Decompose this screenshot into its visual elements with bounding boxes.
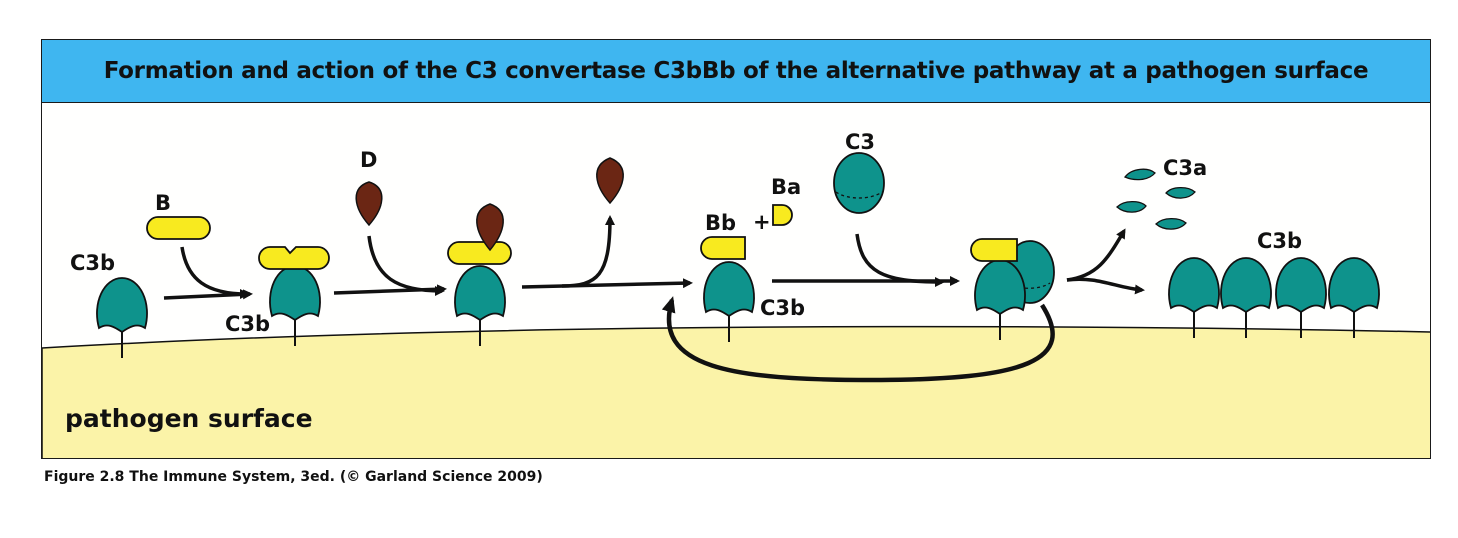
step-arrow-1: [163, 289, 253, 300]
c3a-release-arrow: [1066, 228, 1126, 282]
c3b-deposited-4: [1327, 257, 1381, 339]
factor-b-shape: [146, 216, 211, 240]
ba-fragment-shape: [772, 204, 793, 226]
amplification-loop-arrow: [661, 296, 1055, 383]
c3a-label: C3a: [1163, 156, 1207, 180]
factor-d-label: D: [360, 148, 377, 172]
factor-d-bound-shape: [476, 203, 504, 252]
c3a-fragment-2: [1165, 186, 1196, 199]
step-arrow-2: [333, 284, 447, 295]
plus-sign: +: [753, 210, 771, 234]
c3b-convertase-label: C3b: [760, 296, 805, 320]
pathogen-surface-label: pathogen surface: [65, 404, 313, 433]
c3-molecule-shape: [833, 152, 885, 214]
factor-b-complex-shape: [447, 241, 512, 265]
step-arrow-3: [521, 278, 693, 289]
bb-label: Bb: [705, 211, 736, 235]
c3b-label-2: C3b: [225, 312, 270, 336]
c3b-deposited-1: [1167, 257, 1221, 339]
factor-b-bound-shape: [258, 246, 330, 270]
figure-frame: C3b B C3b D: [41, 39, 1431, 459]
c3b-deposited-3: [1274, 257, 1328, 339]
c3b-deposition-arrow: [1066, 277, 1145, 295]
bb-bound-shape: [970, 238, 1018, 262]
figure-caption: Figure 2.8 The Immune System, 3ed. (© Ga…: [44, 469, 543, 485]
c3b-molecule-2: [268, 265, 322, 347]
c3b-deposited-2: [1219, 257, 1273, 339]
c3-label: C3: [845, 130, 875, 154]
c3a-fragment-4: [1155, 217, 1187, 230]
d-release-arrow: [561, 215, 615, 288]
c3a-fragment-1: [1123, 168, 1156, 181]
c3b-label-1: C3b: [70, 251, 115, 275]
c3a-fragment-3: [1116, 200, 1147, 213]
factor-d-released-shape: [596, 157, 624, 205]
b-binding-arrow: [180, 246, 250, 299]
c3b-deposited-label: C3b: [1257, 229, 1302, 253]
pathway-diagram: C3b B C3b D: [42, 130, 1430, 458]
pathogen-surface-region: [42, 325, 1430, 458]
factor-d-shape: [355, 181, 383, 227]
factor-b-label: B: [155, 191, 171, 215]
ba-label: Ba: [771, 175, 801, 199]
figure-title: Formation and action of the C3 convertas…: [103, 58, 1369, 84]
bb-fragment-shape: [700, 236, 746, 260]
c3-binding-arrow: [855, 233, 945, 287]
d-binding-arrow: [367, 235, 445, 296]
c3-cleavage-line: [835, 191, 883, 199]
title-bar: Formation and action of the C3 convertas…: [42, 40, 1430, 103]
